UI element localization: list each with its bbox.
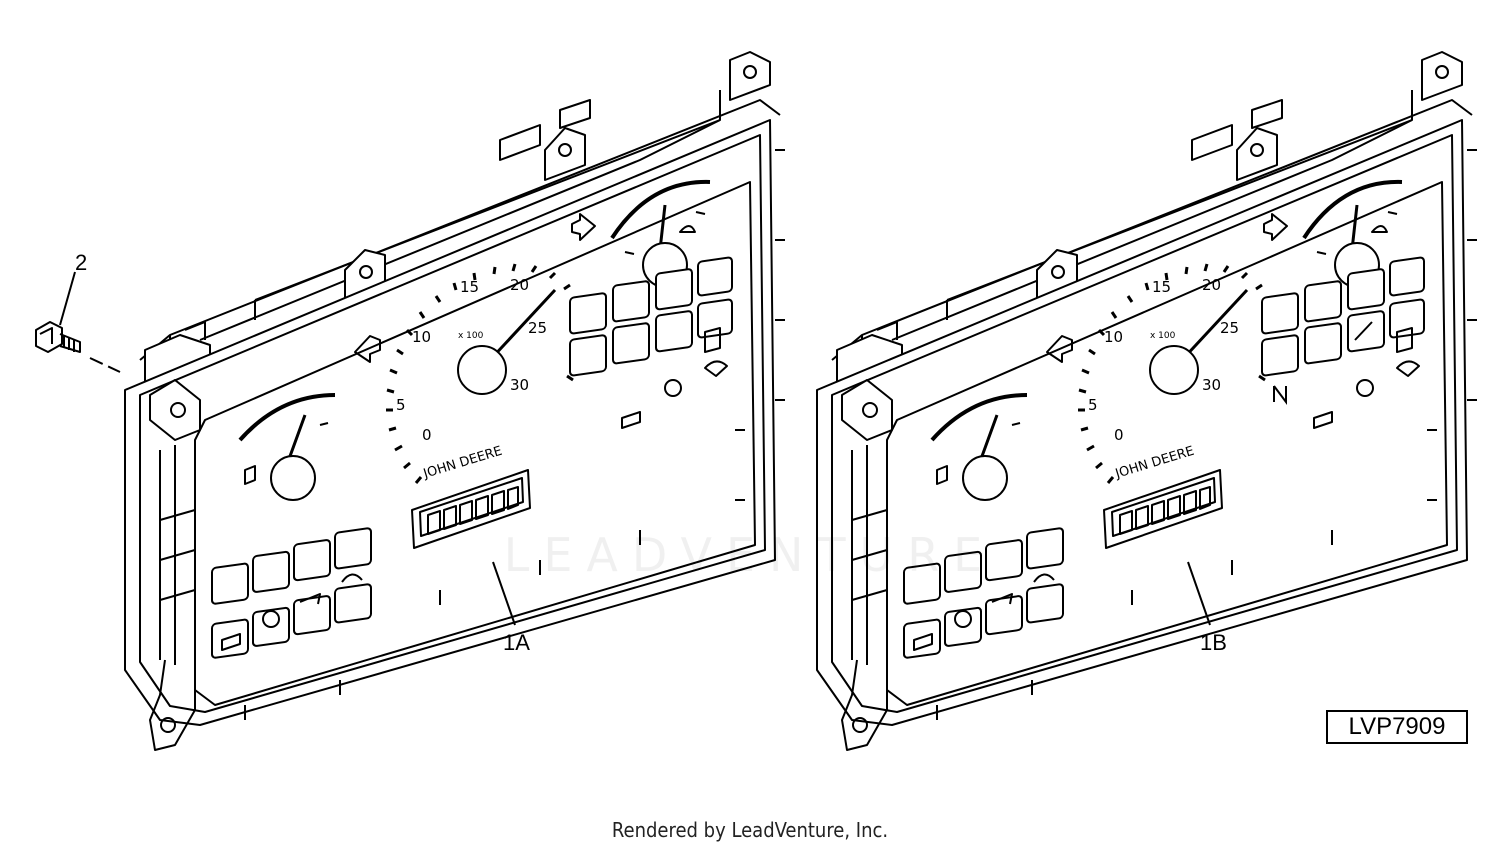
tick-label-20: 20 bbox=[510, 276, 529, 294]
tick-label-5: 5 bbox=[1088, 396, 1098, 414]
instrument-cluster-1a: 0 5 10 15 20 25 30 x 100 JOHN DEERE bbox=[123, 50, 787, 752]
tick-label-25: 25 bbox=[1220, 319, 1239, 337]
tach-multiplier: x 100 bbox=[1150, 331, 1176, 341]
tick-label-15: 15 bbox=[460, 278, 479, 296]
tach-multiplier: x 100 bbox=[458, 331, 484, 341]
leader-line-1b bbox=[1187, 561, 1211, 626]
tick-label-30: 30 bbox=[510, 376, 529, 394]
tick-label-10: 10 bbox=[1104, 328, 1123, 346]
tick-label-30: 30 bbox=[1202, 376, 1221, 394]
footer-credit: Rendered by LeadVenture, Inc. bbox=[611, 818, 889, 842]
watermark: LEADVENTURE bbox=[503, 528, 997, 582]
tick-label-0: 0 bbox=[1114, 426, 1124, 444]
tick-label-0: 0 bbox=[422, 426, 432, 444]
tick-label-15: 15 bbox=[1152, 278, 1171, 296]
tick-label-25: 25 bbox=[528, 319, 547, 337]
leader-line-2 bbox=[59, 271, 76, 326]
instrument-cluster-1b: 0 5 10 15 20 25 30 x 100 JOHN DEERE bbox=[815, 50, 1479, 752]
bolt bbox=[35, 321, 121, 373]
callout-2: 2 bbox=[75, 250, 87, 275]
tick-label-10: 10 bbox=[412, 328, 431, 346]
tick-label-5: 5 bbox=[396, 396, 406, 414]
leader-line-1a bbox=[492, 561, 516, 626]
reference-id-label: LVP7909 bbox=[1326, 710, 1468, 744]
callout-1a: 1A bbox=[503, 630, 530, 655]
tick-label-20: 20 bbox=[1202, 276, 1221, 294]
callout-1b: 1B bbox=[1200, 630, 1227, 655]
